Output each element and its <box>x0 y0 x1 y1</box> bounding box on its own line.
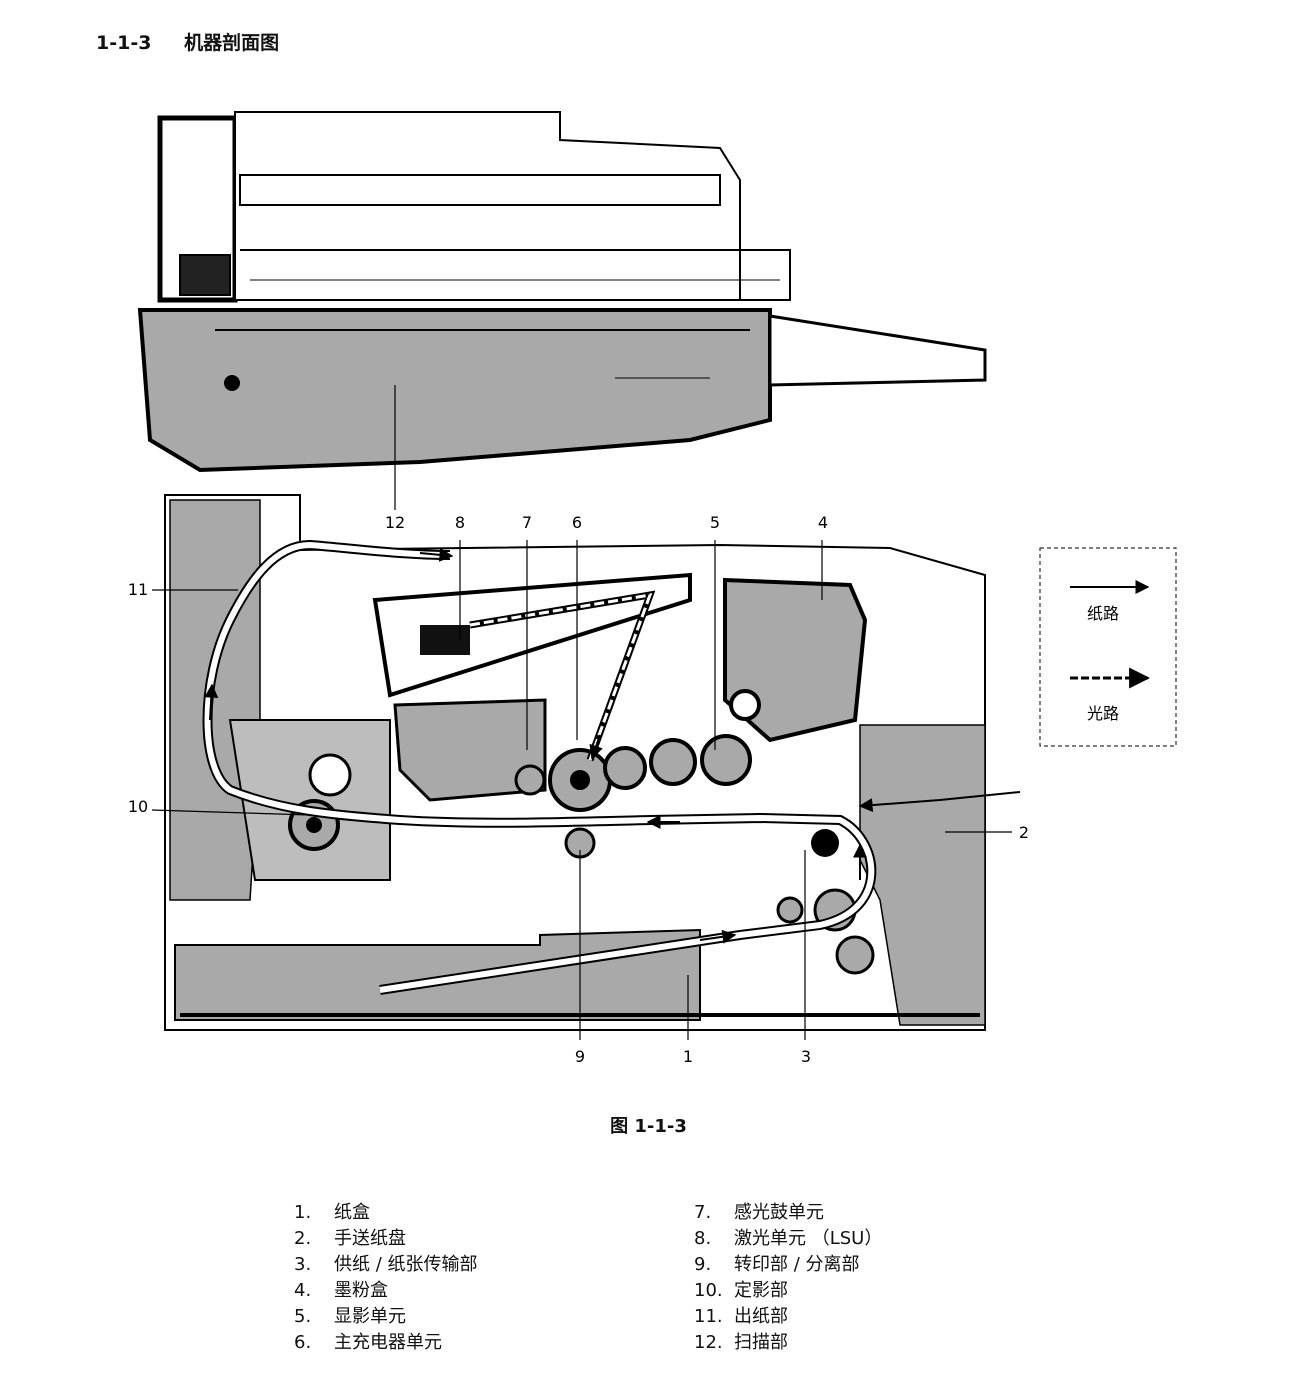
parts-list-right: 7.感光鼓单元 8.激光单元 （LSU） 9.转印部 / 分离部 10.定影部 … <box>694 1200 882 1356</box>
machine-body <box>164 494 986 1031</box>
section-number: 1-1-3 <box>96 32 152 54</box>
section-heading: 1-1-3 机器剖面图 <box>96 28 279 55</box>
section-title: 机器剖面图 <box>184 32 280 54</box>
parts-list-item: 4.墨粉盒 <box>294 1280 388 1301</box>
callout-12: 12 <box>385 513 405 532</box>
callout-8: 8 <box>455 513 465 532</box>
callout-leaders <box>151 385 1012 1040</box>
callout-11: 11 <box>128 580 148 599</box>
parts-list-item: 5.显影单元 <box>294 1306 406 1327</box>
parts-list-item: 6.主充电器单元 <box>294 1332 442 1353</box>
parts-list-item: 7.感光鼓单元 <box>694 1202 824 1223</box>
parts-list-item: 9.转印部 / 分离部 <box>694 1254 860 1275</box>
figure-caption: 图 1-1-3 <box>610 1116 687 1137</box>
callout-5: 5 <box>710 513 720 532</box>
callout-6: 6 <box>572 513 582 532</box>
callout-3: 3 <box>801 1047 811 1066</box>
callout-10: 10 <box>128 797 148 816</box>
callout-7: 7 <box>522 513 532 532</box>
paper-path <box>202 539 1021 995</box>
light-path <box>469 590 656 762</box>
light-path-legend-label: 光路 <box>1087 704 1119 723</box>
scanner-unit <box>137 308 987 473</box>
parts-list-item: 11.出纸部 <box>694 1306 788 1327</box>
paper-path-legend-label: 纸路 <box>1087 604 1119 623</box>
callout-labels: 1 2 3 4 5 6 7 8 9 10 11 12 <box>128 513 1029 1066</box>
callout-9: 9 <box>575 1047 585 1066</box>
callout-4: 4 <box>818 513 828 532</box>
parts-list-left: 1.纸盒 2.手送纸盘 3.供纸 / 纸张传输部 4.墨粉盒 5.显影单元 6.… <box>294 1200 478 1356</box>
parts-list-item: 1.纸盒 <box>294 1202 370 1223</box>
parts-list-item: 12.扫描部 <box>694 1332 788 1353</box>
callout-1: 1 <box>683 1047 693 1066</box>
parts-list-item: 2.手送纸盘 <box>294 1228 406 1249</box>
parts-list-item: 10.定影部 <box>694 1280 788 1301</box>
parts-list-item: 8.激光单元 （LSU） <box>694 1228 883 1249</box>
path-legend: 纸路 光路 <box>1039 547 1177 747</box>
parts-list-item: 3.供纸 / 纸张传输部 <box>294 1254 478 1275</box>
document-feeder <box>157 111 791 303</box>
cross-section-diagram: 1 2 3 4 5 6 7 8 9 10 11 12 纸路 光路 <box>128 111 1177 1066</box>
callout-2: 2 <box>1019 823 1029 842</box>
